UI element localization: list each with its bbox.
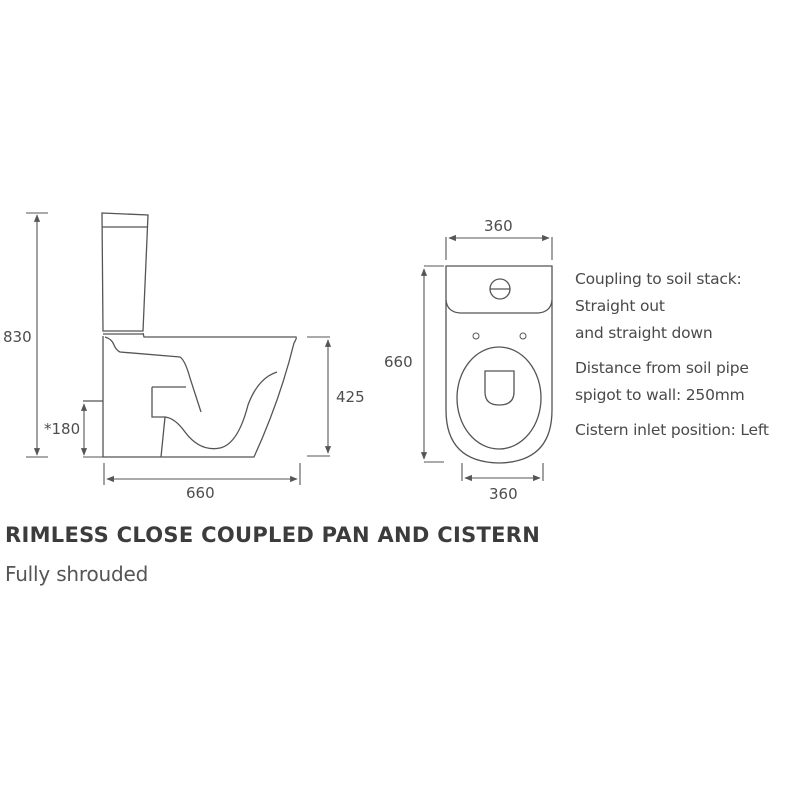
- top-view-dimensions: [420, 234, 553, 482]
- note-spigot-distance: Distance from soil pipe spigot to wall: …: [575, 355, 800, 409]
- dim-425-label: 425: [336, 388, 365, 406]
- side-view-dimensions: [26, 212, 332, 485]
- note-line: Distance from soil pipe: [575, 359, 749, 377]
- note-line: Cistern inlet position: Left: [575, 421, 769, 439]
- flush-button-icon: [489, 278, 511, 300]
- side-view-dimension-labels: 830 425 *180 660: [3, 328, 365, 502]
- specification-notes: Coupling to soil stack: Straight out and…: [575, 266, 800, 452]
- dim-360-bottom-label: 360: [489, 485, 518, 503]
- note-inlet-position: Cistern inlet position: Left: [575, 417, 800, 444]
- pan-side-outline: [102, 332, 297, 458]
- bowl-opening: [484, 370, 515, 406]
- note-line: spigot to wall: 250mm: [575, 386, 745, 404]
- note-coupling: Coupling to soil stack: Straight out and…: [575, 266, 800, 347]
- note-line: Coupling to soil stack:: [575, 270, 742, 288]
- dim-180-label: *180: [44, 420, 80, 438]
- product-title: RIMLESS CLOSE COUPLED PAN AND CISTERN: [5, 523, 541, 547]
- note-line: Straight out: [575, 297, 665, 315]
- dim-830-label: 830: [3, 328, 32, 346]
- cistern-side-outline: [101, 212, 149, 335]
- top-view-dimension-labels: 360 660 360: [384, 217, 518, 503]
- cistern-top-outline: [445, 299, 553, 314]
- top-view-drawing: [445, 265, 553, 464]
- product-subtitle: Fully shrouded: [5, 562, 149, 586]
- dim-660-side-label: 660: [186, 484, 215, 502]
- dim-660-top-label: 660: [384, 353, 413, 371]
- seat-outline: [456, 346, 542, 450]
- note-line: and straight down: [575, 324, 713, 342]
- pan-top-outline: [445, 265, 553, 464]
- dim-360-top-label: 360: [484, 217, 513, 235]
- side-view-drawing: [83, 212, 297, 458]
